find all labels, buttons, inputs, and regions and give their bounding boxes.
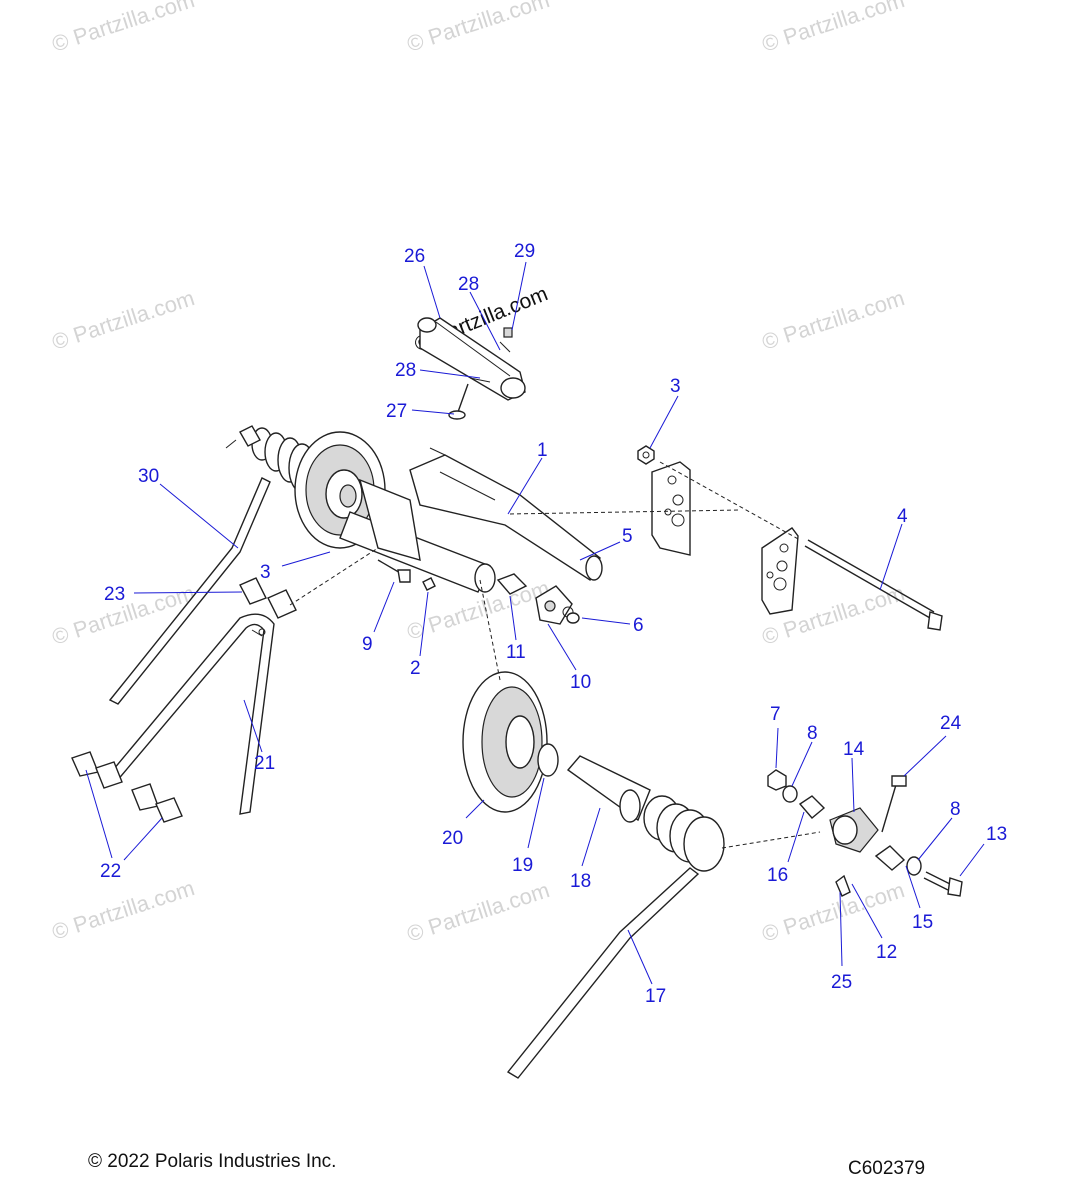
rod-30-drawing [108,477,271,705]
side-plates-drawing [509,461,801,615]
callout-18: 18 [570,871,591,892]
callout-5: 5 [622,526,633,547]
callout-28: 28 [458,274,479,295]
callout-8: 8 [950,799,961,820]
callout-26: 26 [404,246,425,267]
callout-6: 6 [633,615,644,636]
callout-7: 7 [770,704,781,725]
watermark: © Partzilla.com [759,0,908,57]
watermark: © Partzilla.com [404,877,553,947]
callout-3: 3 [260,562,271,583]
watermark: © Partzilla.com [759,285,908,355]
callout-17: 17 [645,986,666,1007]
callout-3: 3 [670,376,681,397]
spring-17-drawing [506,795,821,1079]
drawing-code: C602379 [848,1158,926,1179]
callout-labels: 26 29 28 28 27 3 1 30 5 4 3 23 9 2 11 6 … [100,241,1007,1007]
callout-11: 11 [506,642,526,663]
callout-4: 4 [897,506,908,527]
callout-27: 27 [386,401,407,422]
callout-23: 23 [104,584,125,605]
callout-12: 12 [876,942,897,963]
callout-16: 16 [767,865,788,886]
callout-20: 20 [442,828,463,849]
callout-10: 10 [570,672,591,693]
callout-29: 29 [514,241,535,262]
watermark: © Partzilla.com [49,875,198,945]
callout-21: 21 [254,753,275,774]
callout-24: 24 [940,713,962,734]
callout-9: 9 [362,634,373,655]
callout-13: 13 [986,824,1007,845]
cam-14-drawing [829,807,879,853]
pivot-arm-drawing [417,317,526,420]
callout-19: 19 [512,855,533,876]
main-shaft-assembly-drawing [225,425,603,593]
idler-wheel-drawing [462,579,548,813]
watermark: © Partzilla.com [49,285,198,355]
callout-28: 28 [395,360,416,381]
callout-30: 30 [138,466,159,487]
callout-2: 2 [410,658,421,679]
callout-8: 8 [807,723,818,744]
long-bolt-drawing [804,539,943,631]
nut-drawing [637,445,655,465]
callout-14: 14 [843,739,865,760]
leader-lines [85,261,985,985]
watermark: © Partzilla.com [759,877,908,947]
watermark: © Partzilla.com [404,0,553,57]
callout-1: 1 [537,440,548,461]
watermark: © Partzilla.com [49,0,198,57]
cam-block-drawing [535,585,574,625]
copyright-notice: © 2022 Polaris Industries Inc. [88,1151,337,1172]
callout-25: 25 [831,972,852,993]
bolt-9-drawing [377,559,411,583]
callout-15: 15 [912,912,933,933]
part-drawings [71,317,963,1079]
u-bracket-drawing [106,613,275,815]
callout-22: 22 [100,861,121,882]
